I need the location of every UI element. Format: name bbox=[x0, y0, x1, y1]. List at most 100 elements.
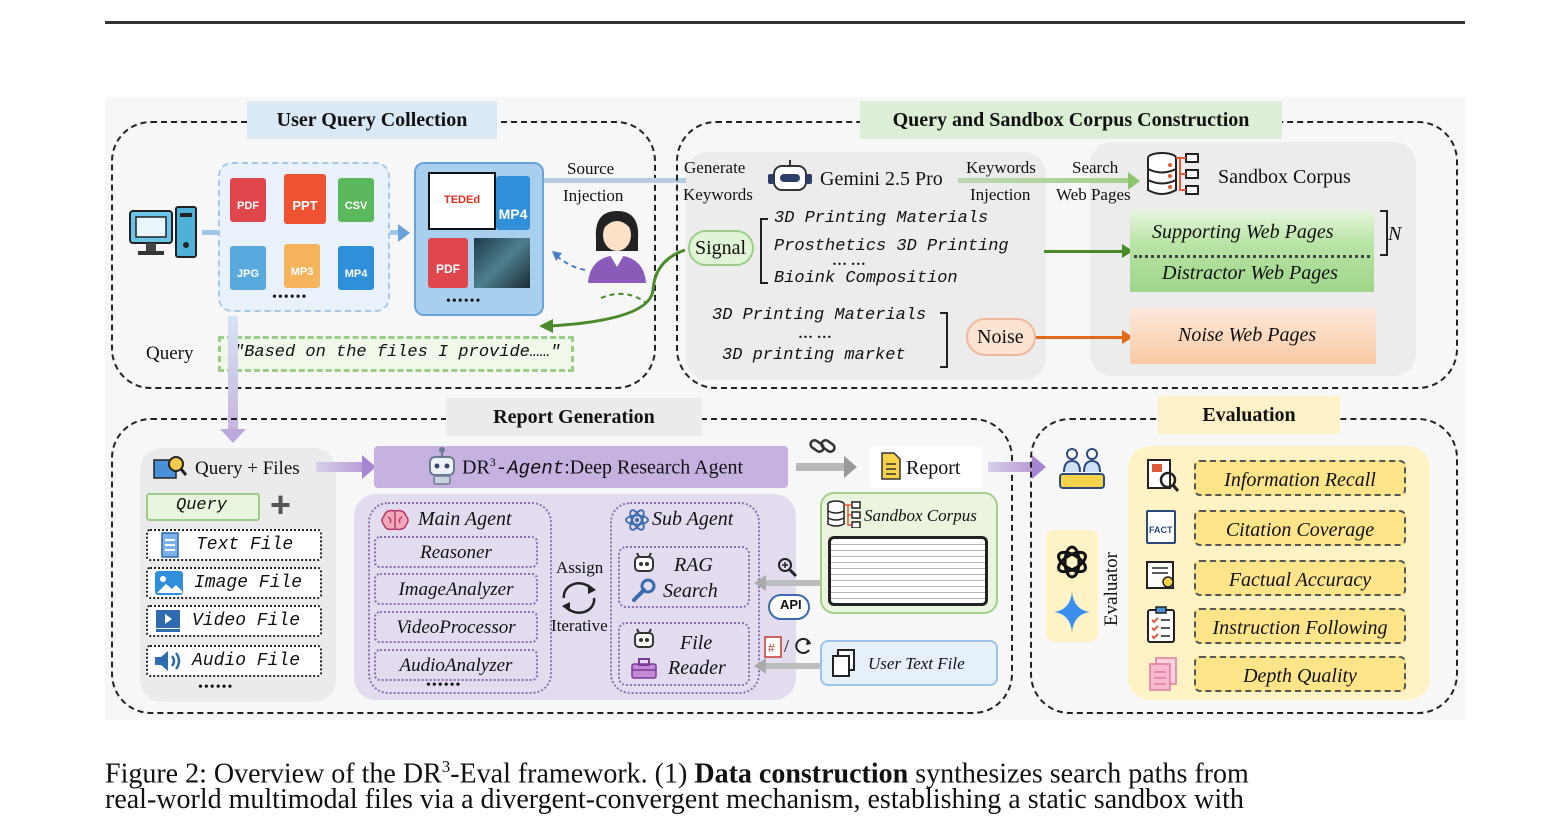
arrow-noise-to-pages bbox=[1036, 336, 1124, 339]
signal-ellipsis: … … bbox=[832, 253, 866, 269]
image-thumbnail bbox=[474, 238, 530, 288]
csv-file-icon: CSV bbox=[338, 178, 374, 222]
noise-item-1: 3D Printing Materials bbox=[712, 306, 927, 325]
query-button[interactable] bbox=[146, 493, 260, 521]
video-file-icon bbox=[156, 610, 180, 632]
signal-item-2: Prosthetics 3D Printing bbox=[774, 237, 1009, 256]
web-pages-label: Web Pages bbox=[1056, 185, 1131, 204]
arrow-head bbox=[1128, 172, 1140, 190]
search-folder-icon bbox=[153, 456, 188, 479]
news-article-thumbnail bbox=[828, 536, 988, 606]
pdf-selected-icon: PDF bbox=[428, 238, 468, 288]
source-label: Source bbox=[567, 159, 615, 178]
signal-label: Signal bbox=[695, 237, 747, 259]
arrow-query-down bbox=[228, 316, 238, 431]
arrow-gemini-to-sandbox bbox=[958, 178, 1130, 183]
audio-analyzer-item: AudioAnalyzer bbox=[374, 649, 538, 681]
image-file-icon bbox=[155, 571, 183, 595]
video-thumbnail: TEDEd bbox=[428, 172, 496, 230]
reasoner-item: Reasoner bbox=[374, 536, 538, 568]
figure-caption-line-2: real-world multimodal files via a diverg… bbox=[105, 784, 1244, 815]
assign-label: Assign bbox=[556, 558, 604, 577]
svg-text:#: # bbox=[768, 641, 775, 655]
evaluators-icon bbox=[1059, 448, 1105, 489]
user-avatar-icon bbox=[588, 211, 646, 283]
audio-file-item bbox=[146, 645, 322, 677]
file-types-more: •••••• bbox=[272, 290, 308, 305]
arrow-qf-to-agent bbox=[316, 462, 366, 472]
noise-bracket bbox=[940, 312, 948, 368]
checklist-icon bbox=[1147, 606, 1175, 643]
selected-files-more: •••••• bbox=[446, 294, 482, 309]
sandbox-corpus-label: Sandbox Corpus bbox=[1218, 166, 1351, 188]
injection-label: Injection bbox=[563, 186, 624, 205]
caption-bold: Data construction bbox=[694, 758, 909, 790]
arrow-agent-to-report bbox=[796, 463, 846, 471]
search-label-rag: Search bbox=[663, 580, 718, 602]
n-bracket bbox=[1380, 210, 1388, 256]
rag-label: RAG bbox=[674, 554, 713, 576]
atom-icon bbox=[625, 509, 649, 531]
openai-logo bbox=[1057, 545, 1087, 579]
main-agent-box bbox=[368, 502, 552, 694]
sub-agent-label: Sub Agent bbox=[652, 508, 734, 530]
report-doc-icon bbox=[881, 452, 901, 480]
noise-ellipsis: … … bbox=[798, 326, 832, 342]
file-reader-box bbox=[618, 622, 750, 686]
audio-file-label: Audio File bbox=[192, 651, 301, 671]
distractor-pages-label: Distractor Web Pages bbox=[1162, 262, 1338, 284]
gemini-label: Gemini 2.5 Pro bbox=[820, 168, 943, 190]
user-text-file-label: User Text File bbox=[868, 654, 965, 673]
user-query-title: User Query Collection bbox=[247, 101, 497, 139]
evaluation-title: Evaluation bbox=[1158, 396, 1340, 434]
query-button-label: Query bbox=[176, 496, 228, 515]
cycle-icon bbox=[562, 582, 596, 614]
mp4-selected-icon: MP4 bbox=[496, 176, 530, 230]
image-file-label: Image File bbox=[194, 573, 303, 593]
caption-prefix: Figure 2: Overview of the DR bbox=[105, 758, 442, 790]
api-label: API bbox=[780, 597, 802, 612]
agents-panel bbox=[354, 494, 796, 700]
noise-pages-label: Noise Web Pages bbox=[1178, 324, 1317, 346]
agent-name: -Agent bbox=[495, 457, 565, 480]
mp3-file-icon: MP3 bbox=[284, 244, 320, 288]
metric-information-recall: Information Recall bbox=[1194, 460, 1406, 496]
signal-to-query-arrow bbox=[539, 248, 686, 333]
sandbox-corpus-doc-label: Sandbox Corpus bbox=[864, 506, 977, 525]
wrench-icon bbox=[632, 578, 656, 602]
ted-logo: TEDEd bbox=[444, 194, 481, 206]
arrow-head bbox=[754, 658, 766, 674]
gemini-robot-icon bbox=[768, 160, 812, 191]
toolbox-icon bbox=[631, 658, 657, 679]
agent-desc: :Deep Research Agent bbox=[564, 456, 744, 479]
arrow-head bbox=[398, 224, 410, 242]
video-file-label: Video File bbox=[192, 611, 301, 631]
files-more: •••••• bbox=[198, 680, 234, 695]
noise-badge bbox=[966, 318, 1036, 356]
query-label: Query bbox=[146, 343, 194, 364]
top-rule bbox=[105, 21, 1465, 24]
query-text-box bbox=[218, 336, 574, 372]
api-cloud-icon bbox=[768, 594, 810, 620]
search-icon bbox=[778, 558, 798, 578]
brain-icon bbox=[381, 509, 409, 531]
caption-sup: 3 bbox=[441, 757, 451, 776]
refresh-icon bbox=[795, 637, 811, 654]
arrow-head bbox=[754, 575, 766, 591]
generate-label: Generate bbox=[684, 158, 746, 177]
arrow-report-to-eval bbox=[988, 462, 1034, 472]
n-label: N bbox=[1388, 223, 1402, 245]
arrow-head bbox=[1032, 455, 1046, 479]
caption-mid: -Eval framework. (1) bbox=[450, 758, 695, 790]
reader-label: Reader bbox=[668, 657, 726, 679]
noise-pages-box bbox=[1130, 308, 1376, 364]
main-agent-label: Main Agent bbox=[418, 508, 512, 530]
query-sandbox-title: Query and Sandbox Corpus Construction bbox=[860, 101, 1282, 139]
query-files-label: Query + Files bbox=[195, 458, 300, 479]
figure-caption-line-1: Figure 2: Overview of the DR3-Eval frame… bbox=[105, 750, 1249, 790]
report-generation-title: Report Generation bbox=[446, 398, 702, 436]
iterative-label: Iterative bbox=[551, 616, 608, 635]
supporting-pages-label: Supporting Web Pages bbox=[1152, 221, 1334, 243]
supporting-divider bbox=[1134, 255, 1370, 258]
agent-prefix: DR bbox=[462, 456, 490, 479]
